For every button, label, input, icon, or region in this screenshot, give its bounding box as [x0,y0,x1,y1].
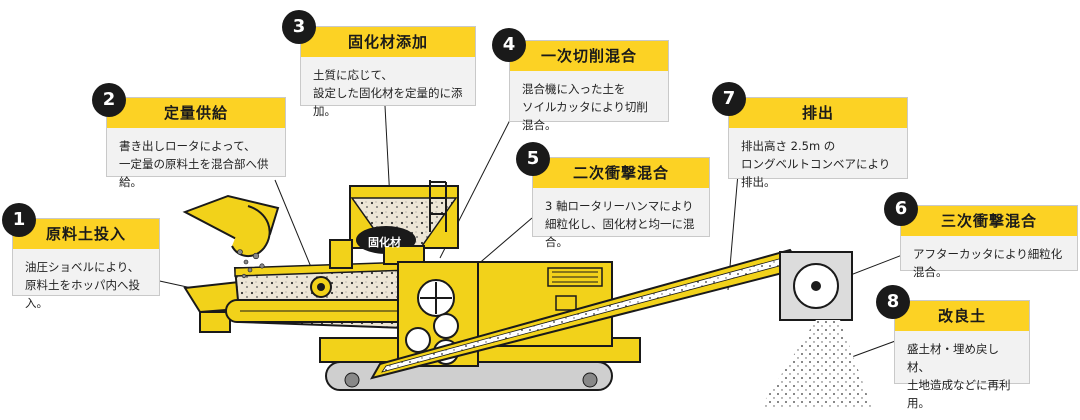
step-text-5: 3 軸ロータリーハンマにより 細粒化し、固化材と均一に混合。 [545,199,695,249]
step-title-4: 一次切削混合 [510,41,668,71]
step-badge-5: 5 [516,142,550,176]
step-badge-6: 6 [884,192,918,226]
excavator-bucket [182,194,280,279]
chute-label: 固化材 [368,236,401,249]
step-card-5: 二次衝撃混合 3 軸ロータリーハンマにより 細粒化し、固化材と均一に混合。 [532,157,710,249]
step-title-8: 改良土 [895,301,1029,331]
step-text-4: 混合機に入った土を ソイルカッタにより切削混合。 [522,82,648,132]
step-card-6: 三次衝撃混合 アフターカッタにより細粒化混合。 [900,205,1078,279]
discharge-conveyor [369,248,804,380]
step-card-7: 排出 排出高さ 2.5m の ロングベルトコンベアにより排出。 [728,97,908,189]
step-text-3: 土質に応じて、 設定した固化材を定量的に添加。 [313,68,463,118]
after-cutter [779,251,853,321]
step-title-2: 定量供給 [107,98,285,128]
railing [429,180,447,232]
step-badge-7: 7 [712,82,746,116]
step-title-3: 固化材添加 [301,27,475,57]
step-title-6: 三次衝撃混合 [901,206,1077,236]
step-card-2: 定量供給 書き出しロータによって、 一定量の原料土を混合部へ供給。 [106,97,286,189]
step-text-7: 排出高さ 2.5m の ロングベルトコンベアにより排出。 [741,139,891,189]
additive-tank [329,185,459,269]
step-text-6: アフターカッタにより細粒化混合。 [913,247,1063,279]
step-card-3: 固化材添加 土質に応じて、 設定した固化材を定量的に添加。 [300,26,476,118]
step-badge-8: 8 [876,285,910,319]
step-title-5: 二次衝撃混合 [533,158,709,188]
step-card-1: 原料土投入 油圧ショベルにより、 原料土をホッパ内へ投入。 [12,218,160,310]
step-badge-1: 1 [2,203,36,237]
step-card-8: 改良土 盛土材・埋め戻し材、 土地造成などに再利用。 [894,300,1030,410]
soil-pile [760,320,872,408]
step-badge-3: 3 [282,10,316,44]
step-text-1: 油圧ショベルにより、 原料土をホッパ内へ投入。 [25,260,140,310]
step-badge-2: 2 [92,83,126,117]
step-title-1: 原料土投入 [13,219,159,249]
step-text-8: 盛土材・埋め戻し材、 土地造成などに再利用。 [907,342,1011,410]
step-title-7: 排出 [729,98,907,128]
step-card-4: 一次切削混合 混合機に入った土を ソイルカッタにより切削混合。 [509,40,669,132]
step-badge-4: 4 [492,28,526,62]
step-text-2: 書き出しロータによって、 一定量の原料土を混合部へ供給。 [119,139,269,189]
